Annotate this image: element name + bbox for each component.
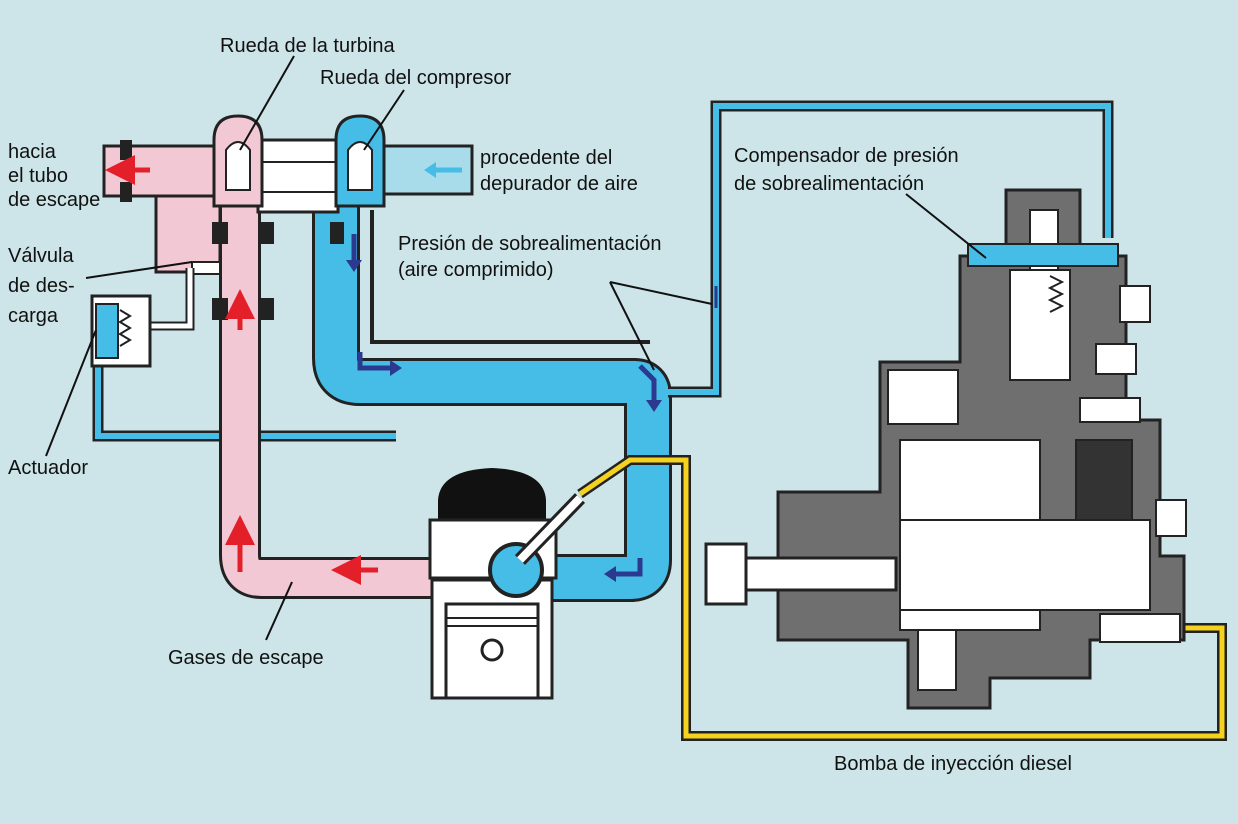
label-compensator-2: de sobrealimentación — [734, 173, 924, 195]
cylinder-head-cover — [438, 468, 546, 520]
label-exhaust-gases: Gases de escape — [168, 647, 324, 669]
boost-signal-line-compensator — [668, 100, 1114, 398]
actuator — [90, 294, 152, 368]
turbocharger — [120, 114, 386, 320]
leader-lines — [45, 55, 987, 641]
exhaust-flow-arrows — [105, 155, 378, 585]
diesel-injection-pump — [704, 188, 1187, 710]
label-wastegate-2: de des- — [8, 275, 75, 297]
label-to-exhaust-3: de escape — [8, 189, 100, 211]
label-wastegate-1: Válvula — [8, 245, 74, 267]
label-injection-pump: Bomba de inyección diesel — [834, 753, 1072, 775]
label-to-exhaust-1: hacia — [8, 141, 57, 163]
label-actuator: Actuador — [8, 457, 88, 479]
boost-signal-line-actuator — [92, 350, 396, 442]
turbine-wheel — [225, 141, 251, 191]
intake-flow-arrow — [424, 162, 462, 178]
boost-flow-arrows — [346, 234, 718, 582]
compensator-diaphragm — [967, 243, 1119, 267]
label-turbine-wheel: Rueda de la turbina — [220, 35, 395, 57]
boost-air-pipe — [312, 200, 672, 602]
engine-cylinder — [428, 468, 586, 700]
fuel-line — [577, 455, 1227, 741]
label-wastegate-3: carga — [8, 305, 59, 327]
piston — [444, 602, 540, 700]
wastegate-valve — [148, 268, 195, 331]
label-boost-pressure-2: (aire comprimido) — [398, 259, 554, 281]
label-compressor-wheel: Rueda del compresor — [320, 67, 512, 89]
label-compensator-1: Compensador de presión — [734, 145, 959, 167]
label-boost-pressure-1: Presión de sobrealimentación — [398, 233, 662, 255]
label-from-air-cleaner-2: depurador de aire — [480, 173, 638, 195]
compressor-wheel — [347, 141, 373, 191]
label-to-exhaust-2: el tubo — [8, 165, 68, 187]
label-from-air-cleaner-1: procedente del — [480, 147, 612, 169]
